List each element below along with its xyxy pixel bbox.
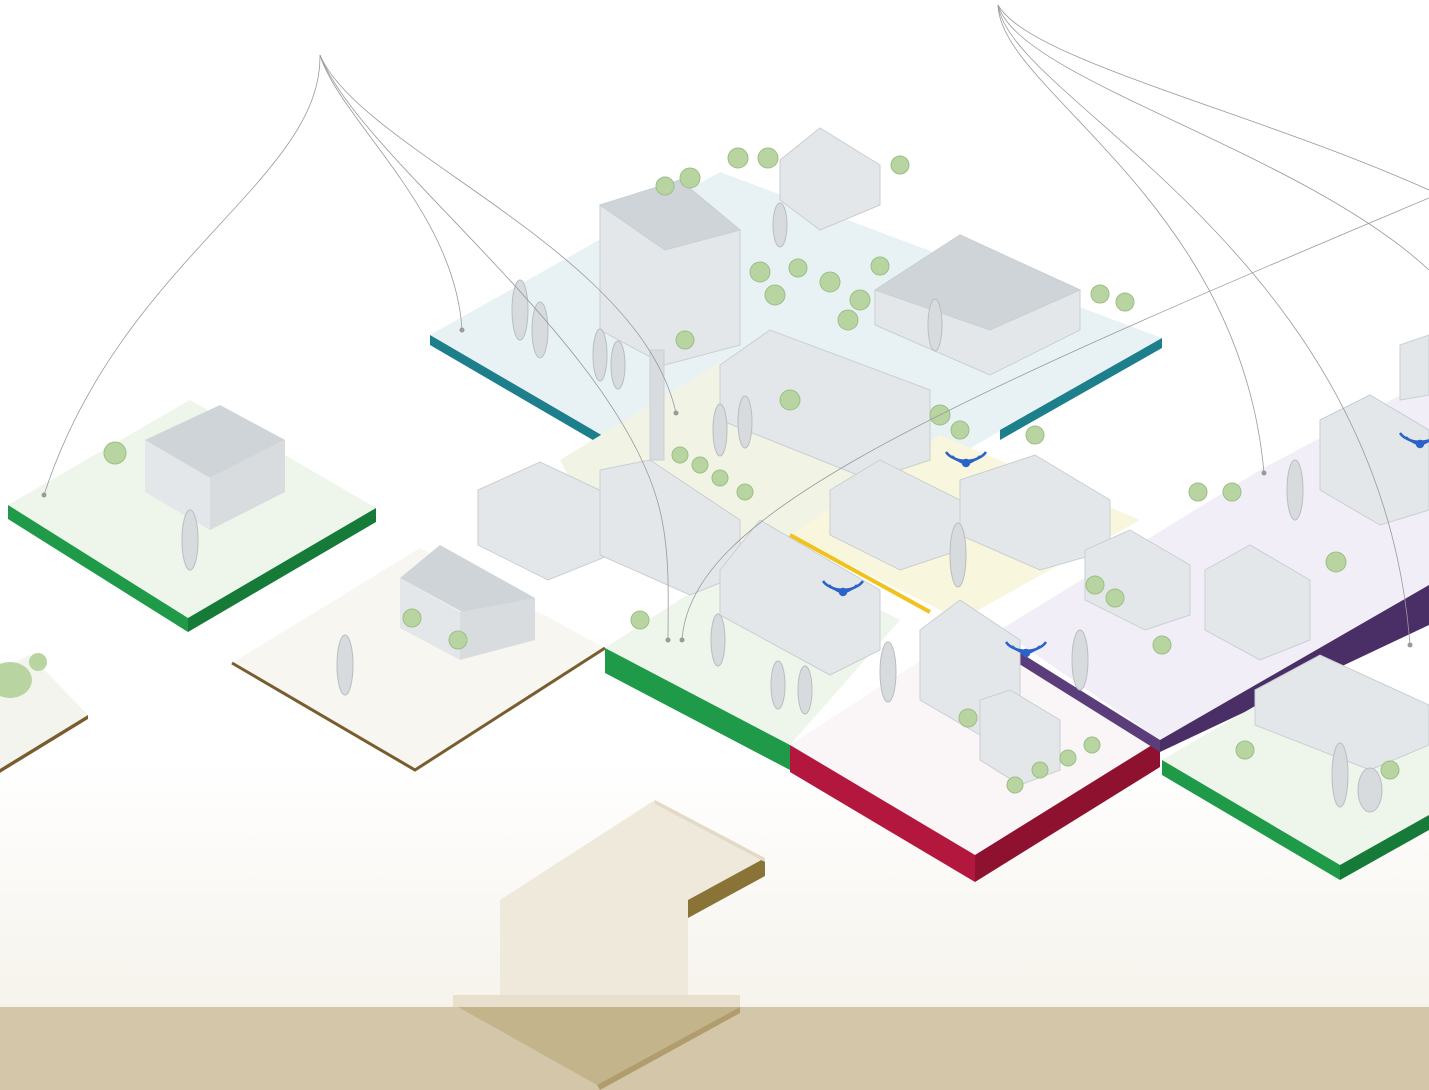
wifi-signal-icon [1398,432,1429,449]
tile-left-green [8,400,376,632]
tile-brown [231,545,606,772]
callout-dots [41,327,1413,648]
building [400,545,535,660]
callout-lines [43,4,1429,646]
wifi-signal-icon [821,580,865,597]
trees [103,147,1400,794]
building [145,405,285,530]
wifi-signal-icon [1004,641,1048,658]
buildings [477,127,1429,786]
wifi-signal-icon [944,451,988,468]
people [181,202,1383,813]
bottom-band [0,1007,1429,1090]
arrow-head [458,1007,740,1085]
tile-far-left [0,653,88,773]
down-arrow-icon [453,800,765,1007]
